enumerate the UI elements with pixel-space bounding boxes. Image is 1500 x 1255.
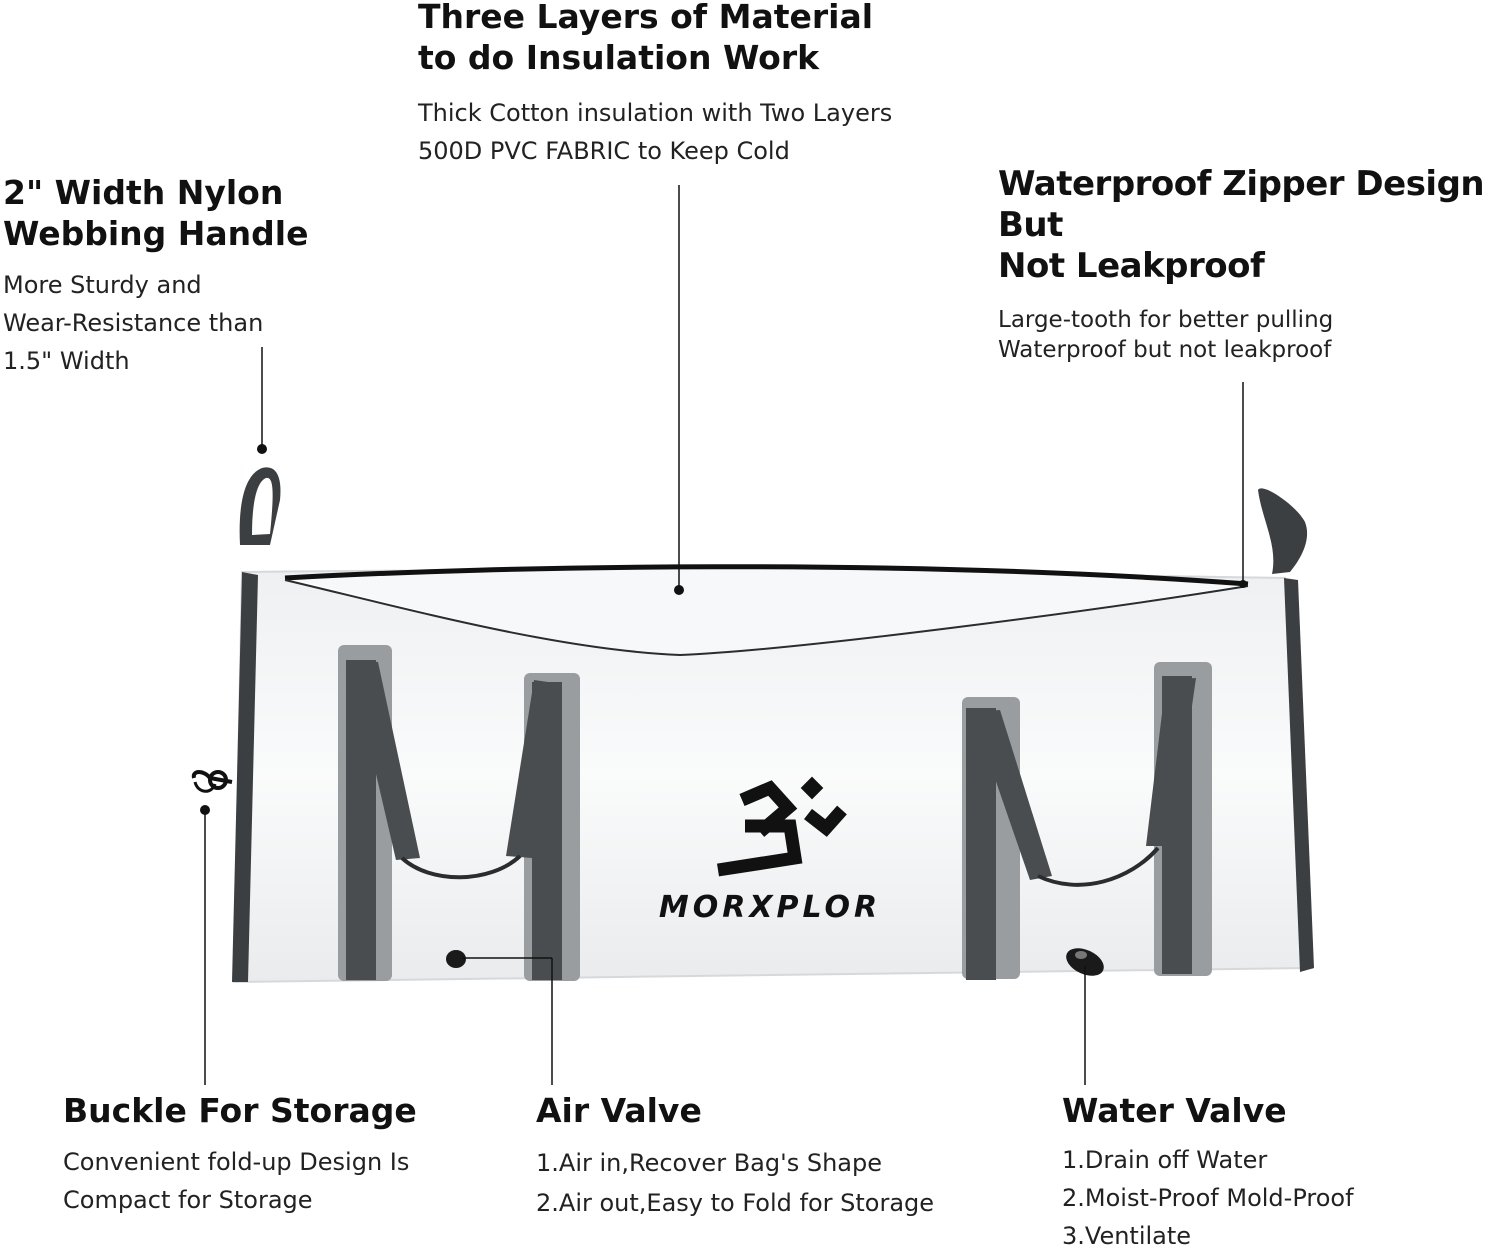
- handle-desc: More Sturdy and Wear-Resistance than 1.5…: [3, 271, 264, 375]
- buckle-icon: [191, 770, 233, 793]
- left-side-trim: [232, 572, 258, 982]
- water-valve-desc: 1.Drain off Water 2.Moist-Proof Mold-Pro…: [1062, 1146, 1354, 1250]
- left-end-loop: [239, 467, 281, 545]
- callout-zipper: Waterproof Zipper Design But Not Leakpro…: [998, 164, 1498, 365]
- zipper-title: Waterproof Zipper Design But Not Leakpro…: [998, 164, 1485, 286]
- water-valve-icon: [1066, 948, 1104, 976]
- insulation-desc: Thick Cotton insulation with Two Layers …: [418, 99, 893, 165]
- right-end-loop: [1258, 488, 1308, 574]
- insulation-title: Three Layers of Material to do Insulatio…: [418, 0, 874, 77]
- brand-logo-icon: [716, 776, 847, 877]
- handle-title: 2" Width Nylon Webbing Handle: [3, 173, 309, 253]
- air-valve-desc: 1.Air in,Recover Bag's Shape 2.Air out,E…: [536, 1149, 935, 1217]
- water-valve-title: Water Valve: [1062, 1091, 1287, 1130]
- right-side-trim: [1284, 578, 1314, 972]
- zipper-desc: Large-tooth for better pulling Waterproo…: [998, 307, 1334, 363]
- buckle-desc: Convenient fold-up Design Is Compact for…: [63, 1148, 410, 1214]
- air-valve-icon: [446, 950, 466, 968]
- zipper-line: [284, 564, 1249, 587]
- carry-handle-right: [972, 678, 1196, 887]
- callout-handle: 2" Width Nylon Webbing Handle More Sturd…: [3, 172, 363, 380]
- callout-water-valve: Water Valve 1.Drain off Water 2.Moist-Pr…: [1062, 1090, 1482, 1255]
- carry-handle-left: [350, 662, 562, 880]
- callout-insulation: Three Layers of Material to do Insulatio…: [418, 0, 978, 170]
- zipper-lower-edge: [284, 579, 1249, 657]
- leader-lines: [200, 185, 1247, 1085]
- air-valve-title: Air Valve: [536, 1091, 702, 1130]
- callout-air-valve: Air Valve 1.Air in,Recover Bag's Shape 2…: [536, 1090, 1006, 1223]
- buckle-title: Buckle For Storage: [63, 1091, 417, 1130]
- brand-wordmark: MORXPLOR: [659, 890, 881, 925]
- callout-buckle: Buckle For Storage Convenient fold-up De…: [63, 1090, 493, 1219]
